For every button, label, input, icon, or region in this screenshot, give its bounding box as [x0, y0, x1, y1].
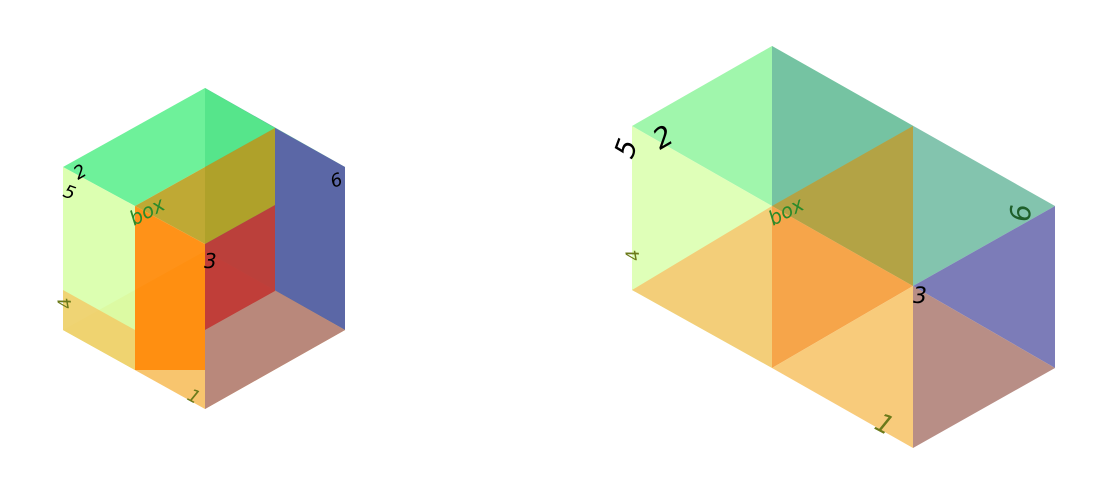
- bottom-yellow-face: [772, 286, 913, 448]
- right-face: [275, 128, 345, 330]
- left-lower-face: [632, 206, 772, 368]
- inner-lower-panel: [205, 291, 345, 409]
- open-box-diagram: 2 5 6 3 4 1 box: [54, 88, 345, 409]
- label-4: 4: [54, 296, 77, 311]
- label-4: 4: [622, 248, 645, 263]
- center-orange-face: [772, 206, 913, 368]
- inner-red-panel: [205, 205, 275, 330]
- label-3: 3: [204, 249, 217, 273]
- label-6: 6: [1004, 204, 1037, 222]
- bottom-brown-face: [913, 286, 1055, 448]
- inner-top-panel: [135, 128, 275, 244]
- label-3: 3: [913, 284, 927, 309]
- inner-front-panel: [135, 206, 205, 370]
- back-top-face: [63, 88, 275, 206]
- long-box-diagram: 2 5 6 3 4 1 box: [608, 46, 1055, 448]
- right-face: [913, 206, 1055, 368]
- center-upper-face: [772, 126, 913, 286]
- left-lower-face: [63, 290, 135, 370]
